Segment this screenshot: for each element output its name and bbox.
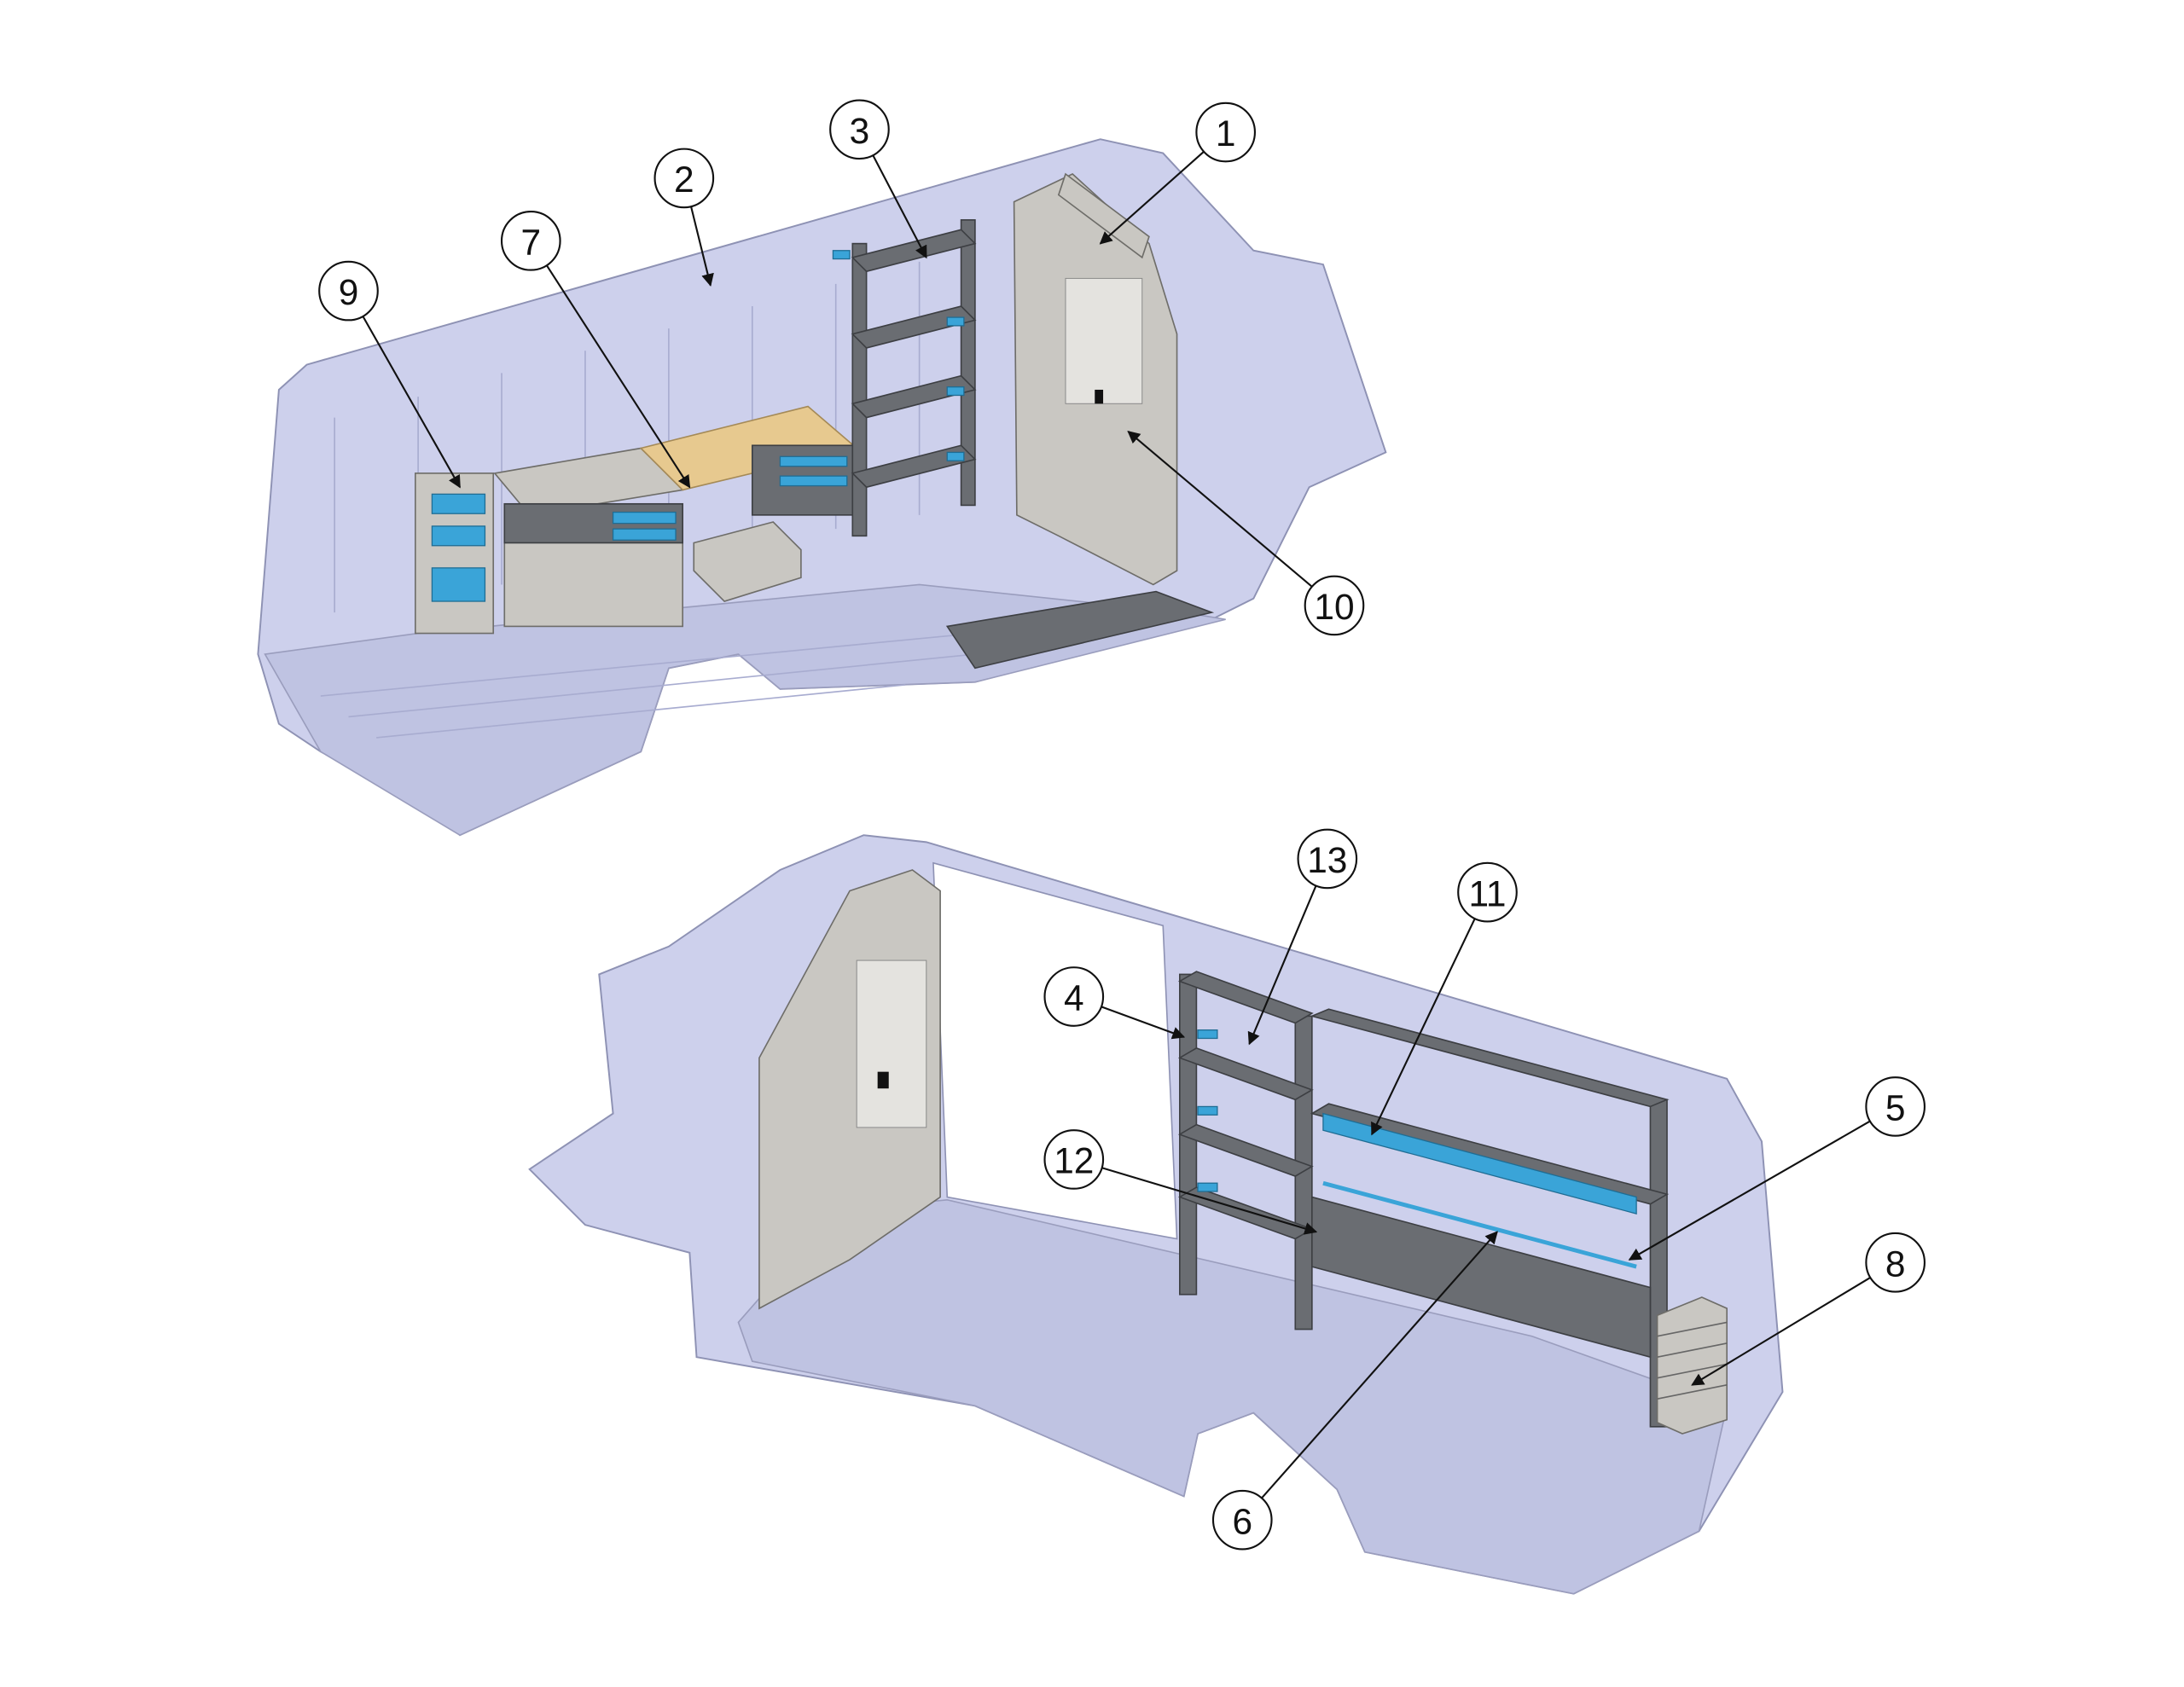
callout-circle bbox=[1043, 1129, 1105, 1190]
callout-9: 9 bbox=[318, 260, 461, 489]
callout-4: 4 bbox=[1043, 966, 1186, 1040]
callout-number: 10 bbox=[1314, 587, 1354, 627]
bottom-van-floor bbox=[737, 1198, 1728, 1595]
callout-number: 11 bbox=[1468, 873, 1506, 913]
callout-number: 6 bbox=[1232, 1501, 1252, 1541]
shelving-unit-3 bbox=[832, 219, 977, 537]
partition-1 bbox=[1013, 172, 1178, 586]
callout-circle bbox=[1457, 861, 1518, 923]
callout-number: 2 bbox=[674, 159, 694, 200]
leader-line bbox=[872, 154, 927, 259]
leader-line bbox=[1691, 1277, 1871, 1386]
leader-line bbox=[1628, 1120, 1871, 1261]
callout-number: 9 bbox=[339, 272, 359, 312]
callout-13: 13 bbox=[1247, 828, 1358, 1046]
callout-circle bbox=[1865, 1076, 1926, 1137]
callout-5: 5 bbox=[1628, 1076, 1926, 1261]
callout-3: 3 bbox=[829, 99, 927, 259]
cabinet-bench-7 bbox=[493, 405, 858, 628]
partition-bottom bbox=[758, 869, 941, 1310]
callout-8: 8 bbox=[1691, 1232, 1926, 1386]
callout-circle bbox=[829, 99, 890, 160]
callout-number: 5 bbox=[1885, 1088, 1906, 1128]
callout-number: 7 bbox=[521, 222, 542, 262]
leader-line bbox=[1101, 1006, 1186, 1040]
callout-circle bbox=[1211, 1489, 1273, 1551]
callout-number: 8 bbox=[1885, 1244, 1906, 1284]
callout-12: 12 bbox=[1043, 1129, 1318, 1235]
step-well bbox=[945, 590, 1215, 670]
callout-number: 13 bbox=[1307, 840, 1347, 880]
callout-circle bbox=[1865, 1232, 1926, 1293]
leader-line bbox=[1099, 151, 1205, 245]
leader-line bbox=[1101, 1167, 1318, 1235]
callout-circle bbox=[653, 148, 715, 209]
callout-circle bbox=[1297, 828, 1358, 890]
leader-line bbox=[545, 264, 691, 489]
callout-number: 12 bbox=[1054, 1141, 1094, 1181]
side-door-opening bbox=[932, 861, 1178, 1240]
callout-2: 2 bbox=[653, 148, 715, 287]
callout-circle bbox=[1043, 966, 1105, 1027]
bin-row-11 bbox=[1322, 1112, 1637, 1215]
callout-circle bbox=[318, 260, 379, 322]
callout-10: 10 bbox=[1127, 430, 1365, 636]
top-van-view bbox=[257, 138, 1387, 837]
leader-line bbox=[1371, 918, 1476, 1136]
callout-circle bbox=[1195, 101, 1257, 163]
leader-line bbox=[1247, 885, 1317, 1046]
bottom-van-view bbox=[528, 834, 1784, 1595]
callout-6: 6 bbox=[1211, 1231, 1498, 1551]
callout-circle bbox=[1304, 575, 1365, 636]
drawer-unit-9 bbox=[415, 472, 495, 635]
leader-line bbox=[1127, 430, 1313, 588]
leader-line bbox=[1261, 1231, 1498, 1499]
leader-line bbox=[690, 206, 714, 287]
callout-7: 7 bbox=[500, 211, 691, 489]
callout-11: 11 bbox=[1371, 861, 1518, 1136]
callout-circle bbox=[500, 211, 561, 271]
drawer-strip-6 bbox=[1322, 1180, 1637, 1269]
callout-number: 4 bbox=[1064, 978, 1084, 1018]
callout-number: 3 bbox=[850, 111, 870, 151]
shelving-unit-5 bbox=[1310, 1008, 1670, 1428]
callout-number: 1 bbox=[1216, 113, 1236, 154]
drawer-unit-8 bbox=[1656, 1296, 1728, 1435]
shelving-unit-4 bbox=[1177, 971, 1314, 1330]
leader-line bbox=[362, 316, 461, 489]
callout-1: 1 bbox=[1099, 101, 1257, 245]
